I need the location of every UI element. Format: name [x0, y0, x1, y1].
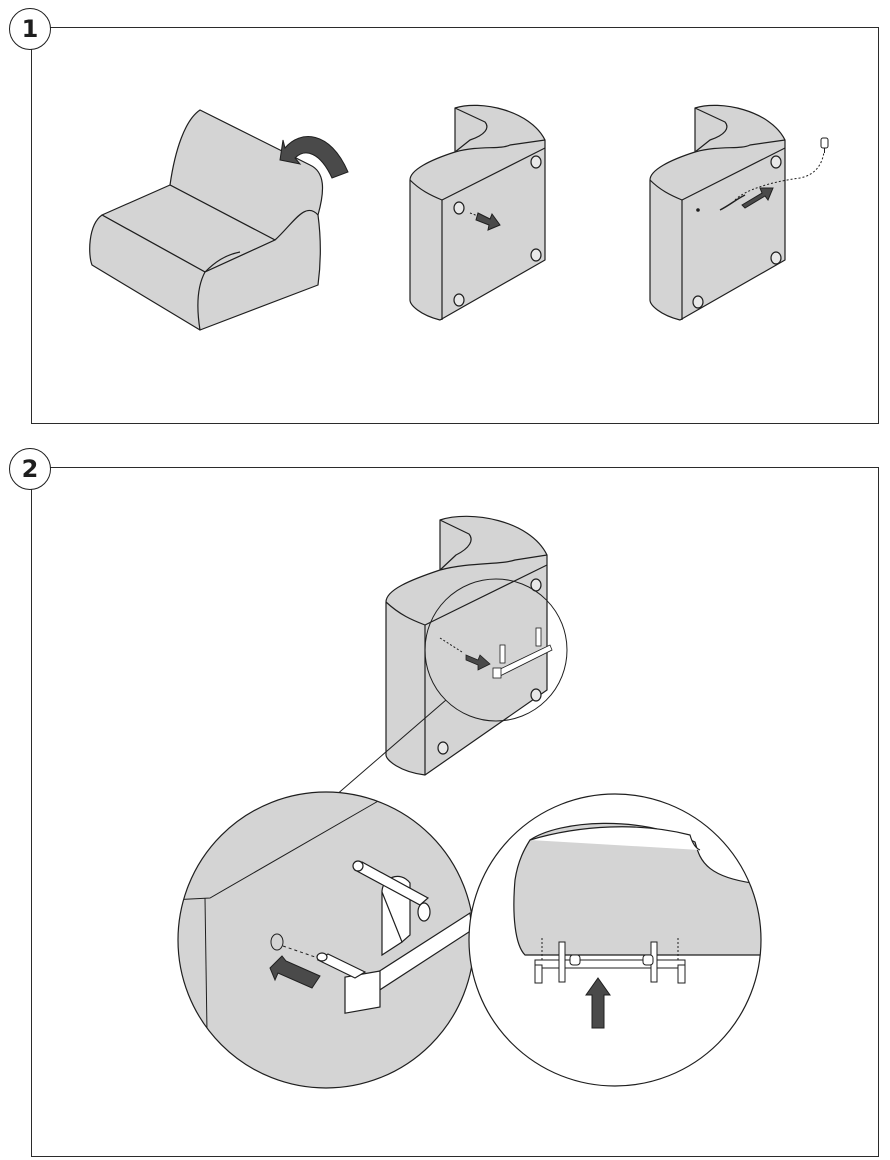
chair-module-illustration [90, 110, 323, 330]
upright-module-illustration [410, 105, 545, 320]
assembly-module-illustration [386, 516, 547, 775]
detail-view-left [170, 780, 490, 1100]
upright-module-illustration-right [650, 105, 785, 320]
detail-view-right [469, 794, 780, 1086]
